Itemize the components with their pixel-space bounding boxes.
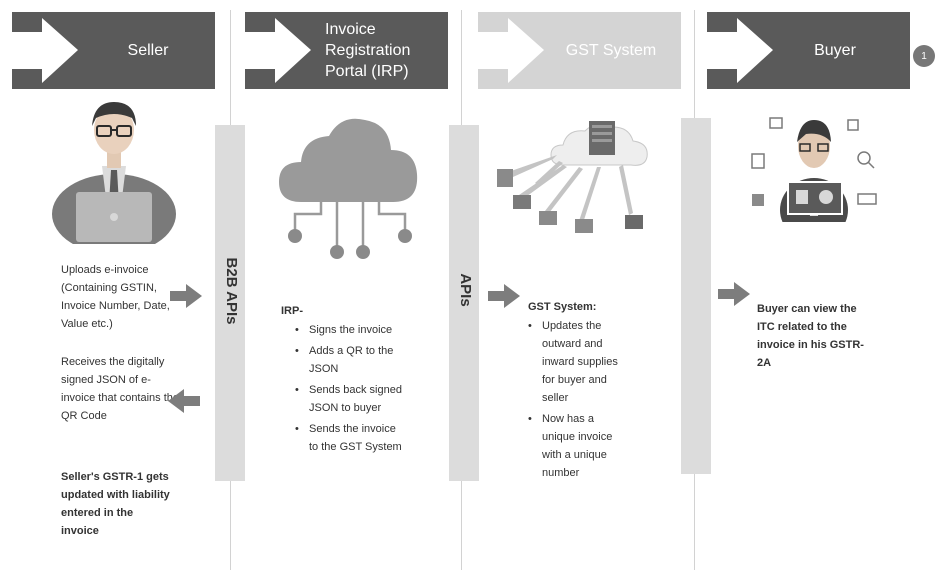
- chevron-right-icon: [707, 18, 773, 83]
- irp-header: Invoice Registration Portal (IRP): [245, 12, 448, 89]
- apis-label: APIs: [457, 273, 474, 307]
- gst-title: GST System: [565, 42, 657, 59]
- arrow-right-icon: [170, 284, 202, 308]
- gst-header: GST System: [478, 12, 681, 89]
- gst-step-list: Updates the outward and inward supplies …: [526, 317, 624, 485]
- chevron-right-icon: [478, 18, 544, 83]
- seller-receive-step: Receives the digitally signed JSON of e-…: [61, 356, 180, 422]
- list-item: Sends the invoice to the GST System: [293, 420, 403, 456]
- buyer-title: Buyer: [814, 42, 856, 59]
- buyer-step: Buyer can view the ITC related to the in…: [757, 303, 864, 369]
- gst-heading: GST System:: [528, 301, 597, 313]
- chevron-right-icon: [12, 18, 78, 83]
- b2b-apis-label: B2B APIs: [223, 257, 240, 325]
- seller-gstr1-note: Seller's GSTR-1 gets updated with liabil…: [61, 471, 170, 537]
- list-item: Updates the outward and inward supplies …: [526, 317, 624, 407]
- irp-step-list: Signs the invoice Adds a QR to the JSON …: [293, 321, 403, 459]
- buyer-bar: [681, 118, 711, 474]
- arrow-right-icon: [488, 284, 520, 308]
- cloud-network-icon: [279, 118, 418, 259]
- seller-title: Seller: [127, 42, 169, 59]
- b2b-apis-bar: [215, 125, 245, 481]
- list-item: Adds a QR to the JSON: [293, 342, 403, 378]
- apis-bar: [449, 125, 479, 481]
- seller-header: Seller: [12, 12, 215, 89]
- chevron-right-icon: [245, 18, 311, 83]
- arrow-left-icon: [168, 389, 200, 413]
- list-item: Sends back signed JSON to buyer: [293, 381, 403, 417]
- seller-upload-step: Uploads e-invoice (Containing GSTIN, Inv…: [61, 264, 170, 330]
- person-with-laptop-icon: [52, 102, 176, 244]
- server-network-icon: [497, 121, 648, 233]
- buyer-header: Buyer: [707, 12, 910, 89]
- irp-heading: IRP-: [281, 305, 303, 317]
- irp-title: Invoice Registration Portal (IRP): [325, 21, 411, 80]
- page-number-badge: 1: [913, 45, 935, 67]
- arrow-right-icon: [718, 282, 750, 306]
- list-item: Now has a unique invoice with a unique n…: [526, 410, 624, 482]
- list-item: Signs the invoice: [293, 321, 403, 339]
- businessman-dashboard-icon: [751, 117, 877, 222]
